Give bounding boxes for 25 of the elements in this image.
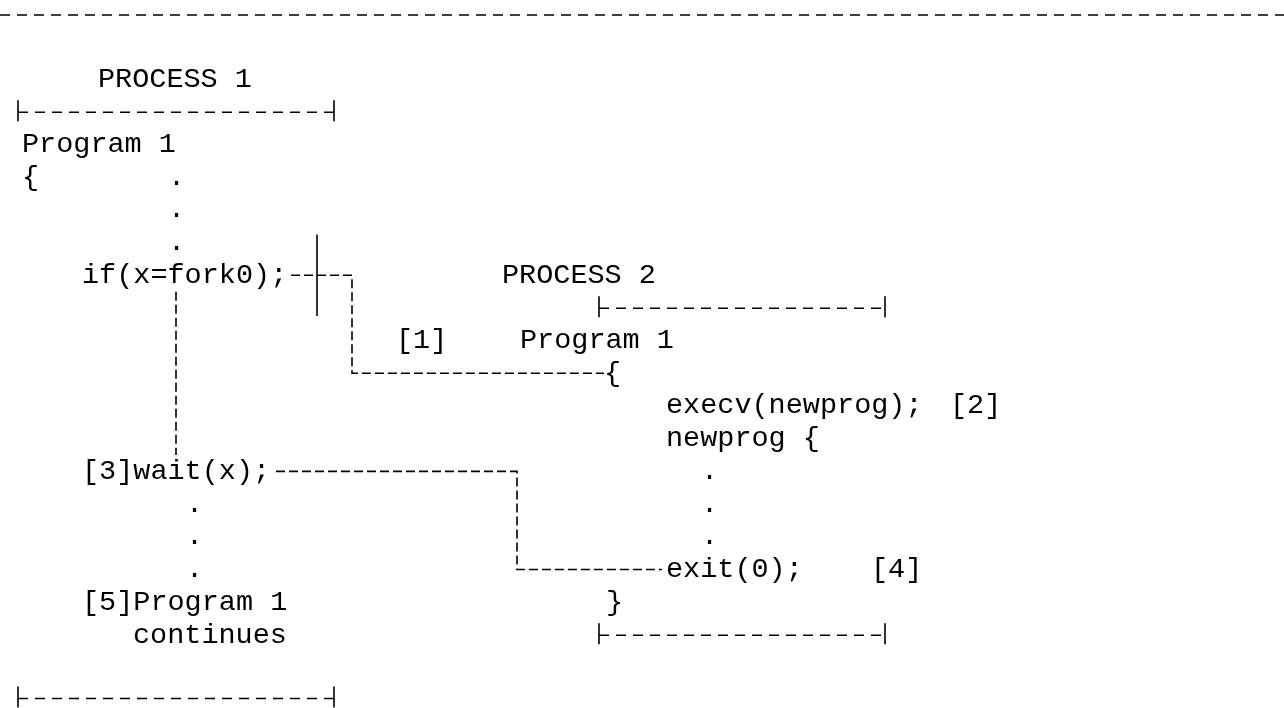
code-symbol: { <box>22 160 40 194</box>
code-line: newprog { <box>666 422 826 456</box>
code-line: Program 1 <box>22 127 182 161</box>
connector-line <box>275 470 663 571</box>
callout-number: [4] <box>871 553 923 586</box>
code-symbol: . <box>701 454 719 488</box>
code-symbol: . <box>186 487 204 521</box>
code-line: Program 1 <box>520 324 680 358</box>
process-heading: PROCESS 1 <box>98 62 252 96</box>
process-heading: PROCESS 2 <box>502 258 656 292</box>
code-symbol: . <box>701 487 719 521</box>
connector-line <box>290 274 605 375</box>
callout-number: [2] <box>950 389 1002 423</box>
code-symbol: . <box>168 160 186 194</box>
code-line: [3]wait(x); <box>82 454 272 488</box>
code-symbol: . <box>168 193 186 227</box>
code-symbol: . <box>186 553 204 586</box>
code-symbol: . <box>701 520 719 554</box>
code-line: { <box>604 356 624 390</box>
connector-line <box>175 290 177 456</box>
code-line: if(x=fork0); <box>82 258 289 292</box>
code-symbol: . <box>186 520 204 554</box>
code-symbol: . <box>168 226 186 259</box>
code-symbol: } <box>606 585 624 619</box>
code-line: [5]Program 1 continues <box>82 585 344 652</box>
